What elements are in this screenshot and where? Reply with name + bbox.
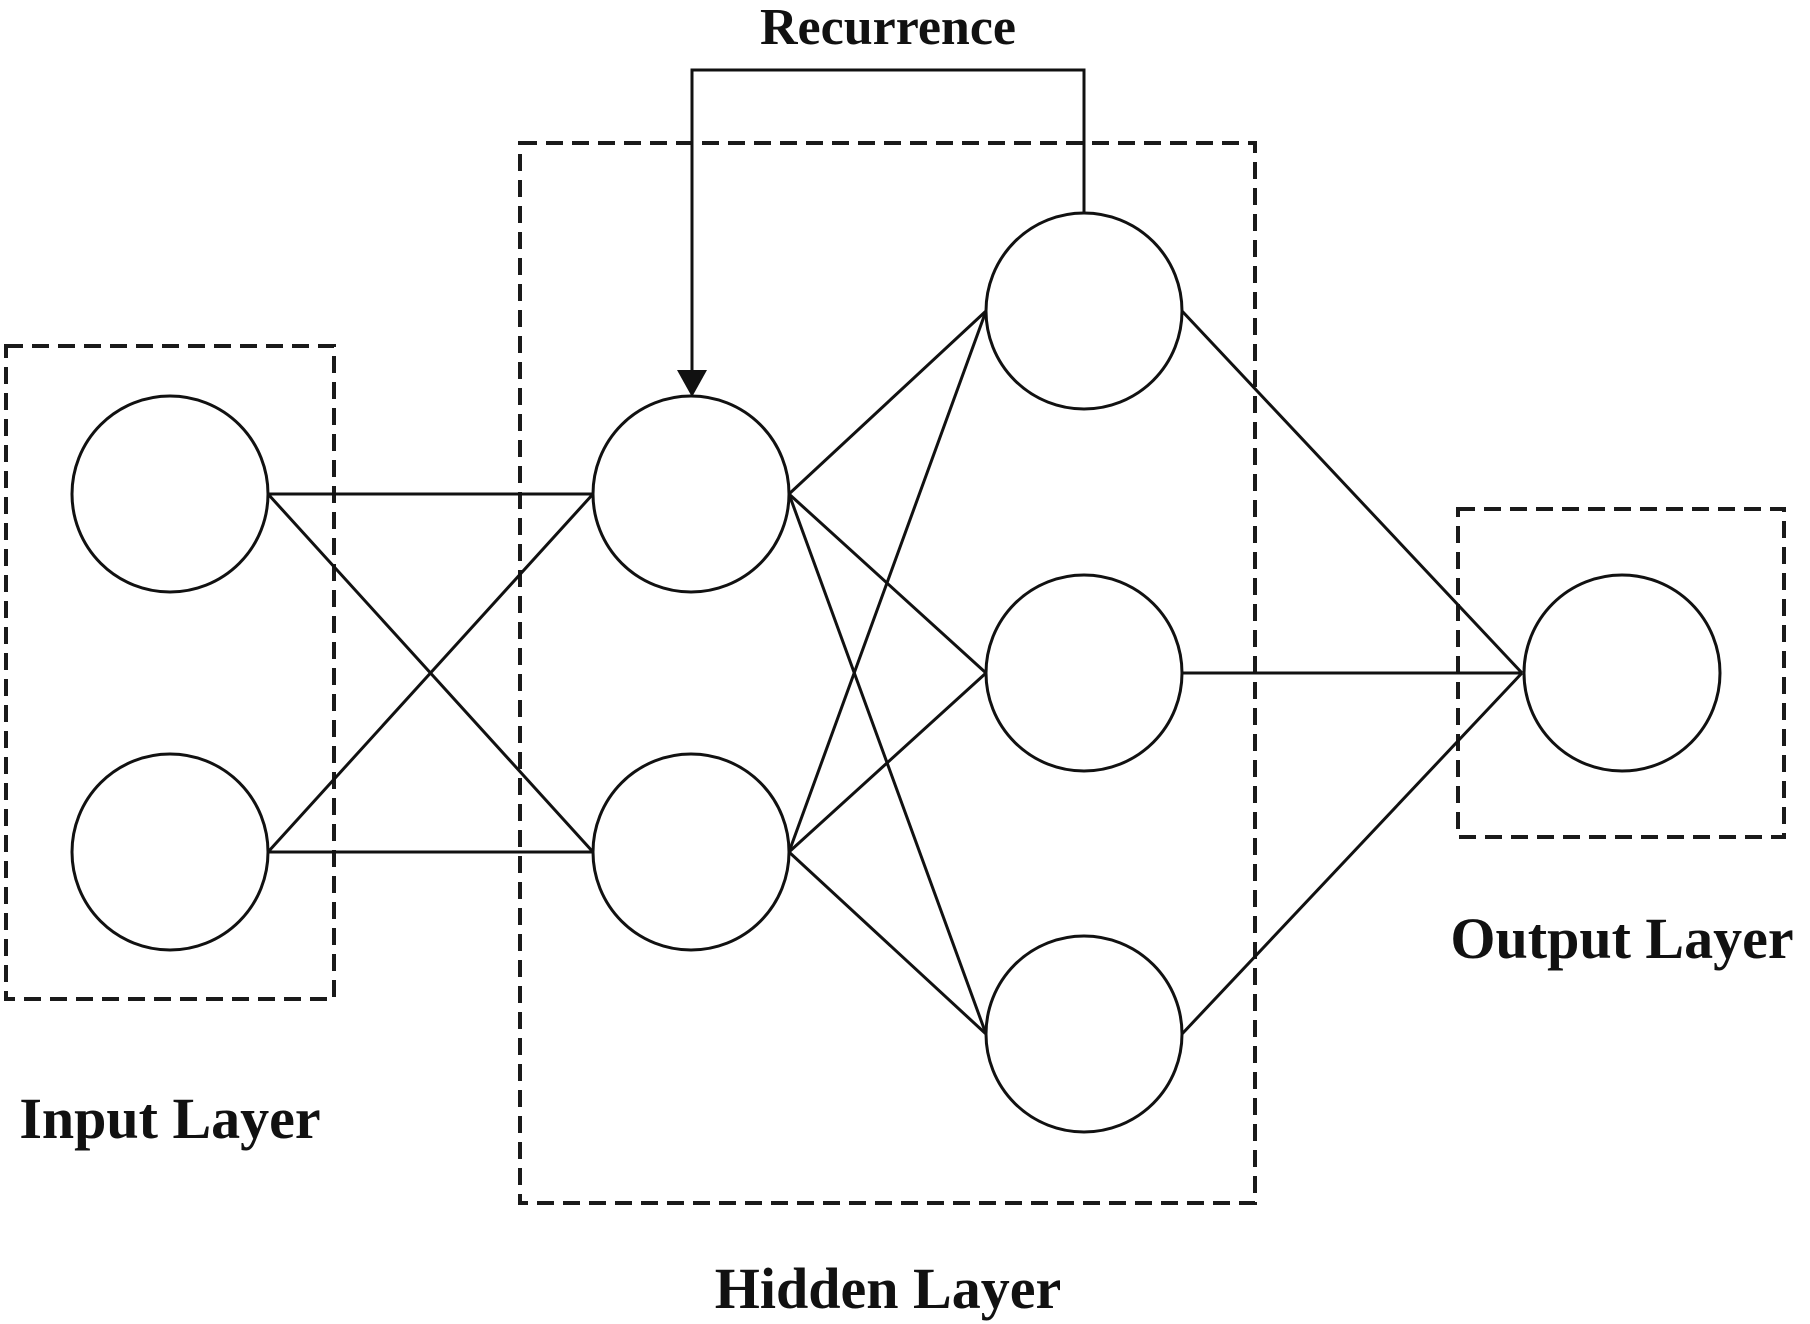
recurrence-connection (677, 68, 1086, 397)
hidden-layer-label: Hidden Layer (715, 1256, 1061, 1321)
output-neurons (1522, 573, 1722, 773)
edge (266, 492, 595, 854)
input-layer-box (4, 344, 336, 1001)
edges-input-to-hidden1 (266, 492, 595, 854)
output-layer-label: Output Layer (1450, 906, 1793, 971)
edge (787, 309, 988, 496)
edge (787, 310, 988, 853)
edge (1180, 309, 1524, 675)
recurrence-loop-line (690, 68, 1086, 372)
recurrence-label: Recurrence (760, 0, 1016, 56)
edges-hidden1-to-hidden2 (787, 309, 988, 1036)
output-neuron (1522, 573, 1722, 773)
recurrence-arrow-head (677, 370, 707, 397)
edges-hidden2-to-output (1180, 309, 1524, 1036)
hidden-neuron (591, 394, 791, 594)
hidden-neurons-column-2 (984, 211, 1184, 1134)
input-neuron (70, 394, 270, 594)
edge (787, 850, 988, 1036)
edge (1180, 671, 1524, 1036)
input-layer-label: Input Layer (19, 1086, 320, 1151)
input-neurons (70, 394, 270, 952)
hidden-neuron (984, 573, 1184, 773)
hidden-neuron (591, 752, 791, 952)
input-neuron (70, 752, 270, 952)
hidden-neurons-column-1 (591, 394, 791, 952)
edge (787, 671, 988, 854)
hidden-neuron (984, 211, 1184, 411)
hidden-neuron (984, 934, 1184, 1134)
